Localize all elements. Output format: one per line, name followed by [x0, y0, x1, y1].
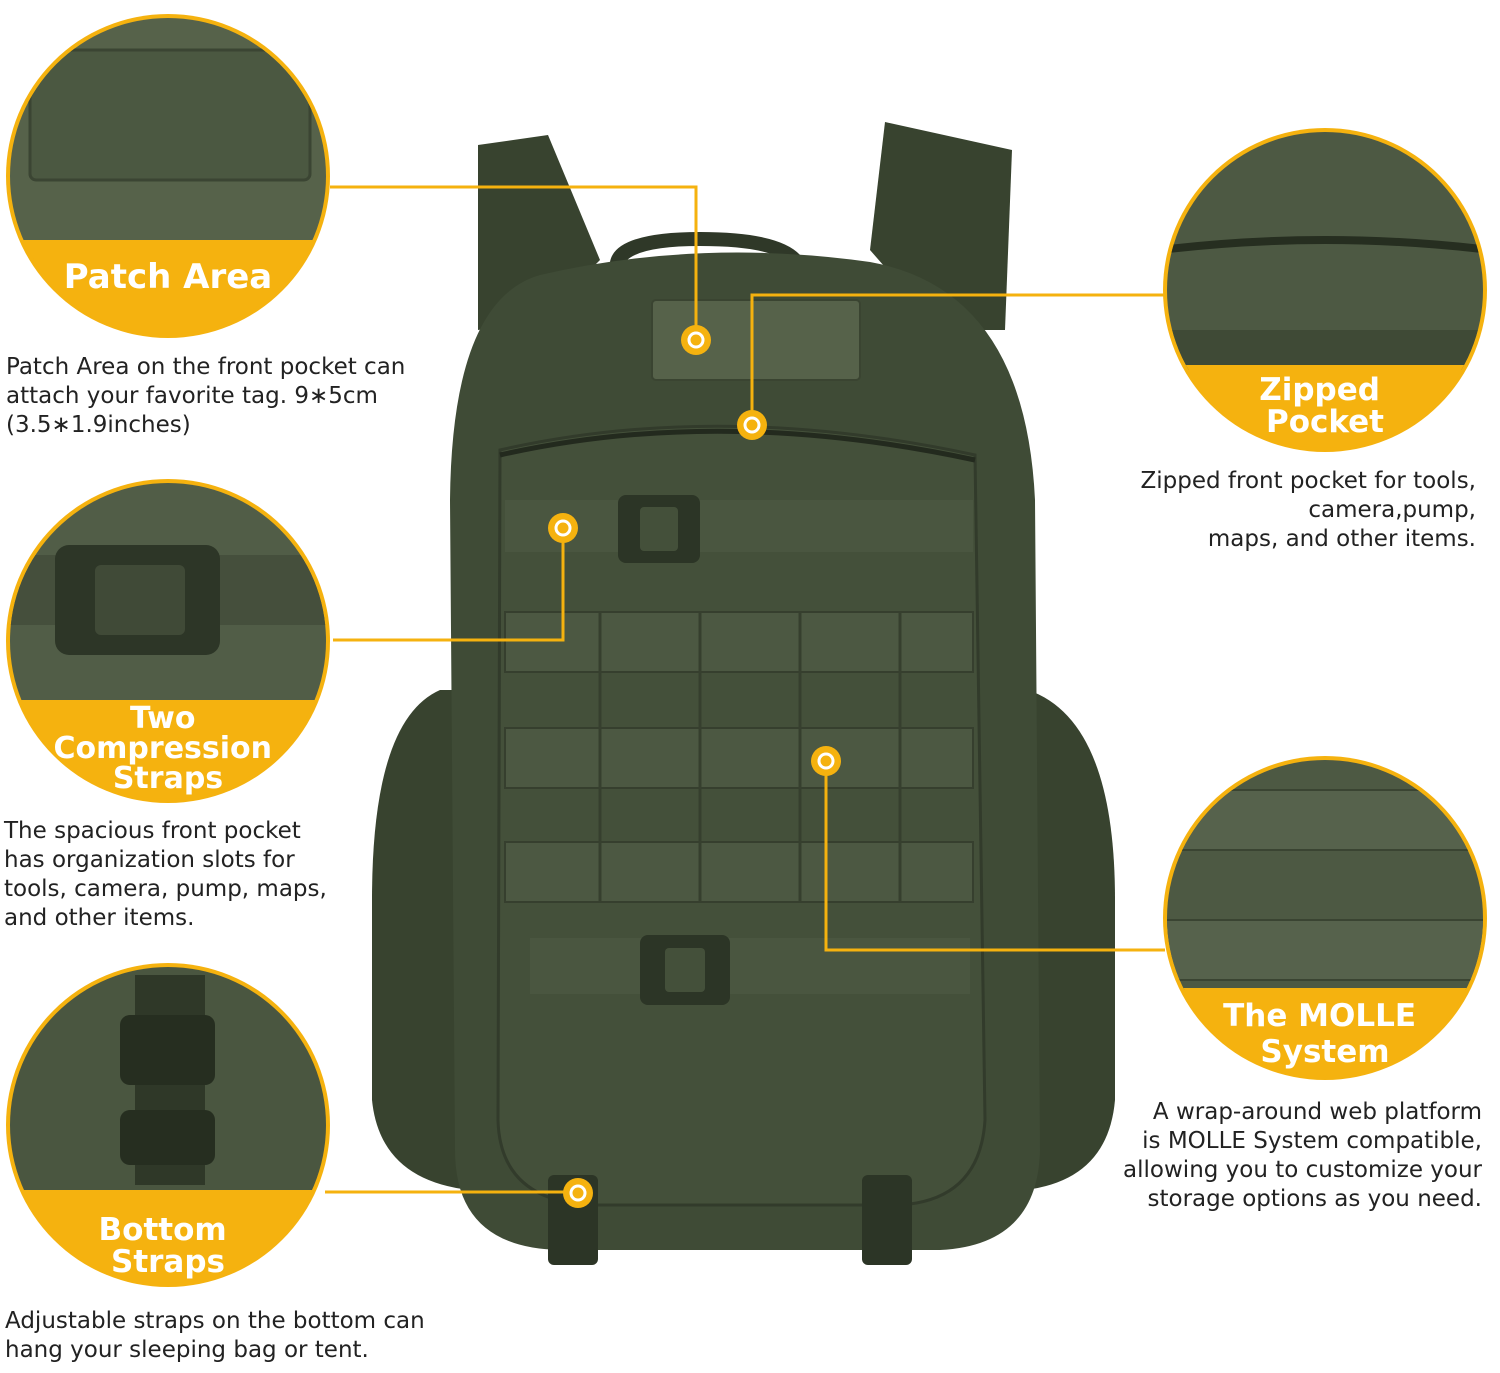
zipped-pocket-callout: Zipped Pocket	[1163, 128, 1487, 452]
compression-straps-callout: Two Compression Straps	[6, 479, 330, 803]
backpack-illustration	[372, 122, 1115, 1265]
bottom-straps-title: Bottom Straps	[99, 1212, 238, 1280]
zipped-pocket-title: Zipped Pocket	[1259, 372, 1391, 440]
bottom-straps-description: Adjustable straps on the bottom can hang…	[5, 1308, 425, 1363]
compression-straps-title: Two Compression Straps	[54, 701, 283, 796]
molle-system-callout: The MOLLE System	[1163, 756, 1487, 1080]
dot-molle-system	[811, 746, 841, 776]
dot-patch-area	[681, 325, 711, 355]
dot-zipped-pocket	[737, 410, 767, 440]
dot-compression-straps	[548, 513, 578, 543]
patch-area-callout: Patch Area	[6, 14, 330, 338]
bottom-straps-callout: Bottom Straps	[6, 963, 330, 1287]
callout-lines	[325, 185, 1165, 1194]
callout-dots	[548, 325, 841, 1208]
patch-area-description: Patch Area on the front pocket can attac…	[6, 354, 406, 438]
molle-system-description: A wrap-around web platform is MOLLE Syst…	[1123, 1099, 1482, 1212]
zipped-pocket-description: Zipped front pocket for tools, camera,pu…	[1140, 468, 1476, 552]
dot-bottom-straps	[563, 1178, 593, 1208]
compression-straps-description: The spacious front pocket has organizati…	[4, 818, 327, 931]
patch-area-title: Patch Area	[64, 257, 272, 297]
molle-system-title: The MOLLE System	[1223, 998, 1427, 1070]
